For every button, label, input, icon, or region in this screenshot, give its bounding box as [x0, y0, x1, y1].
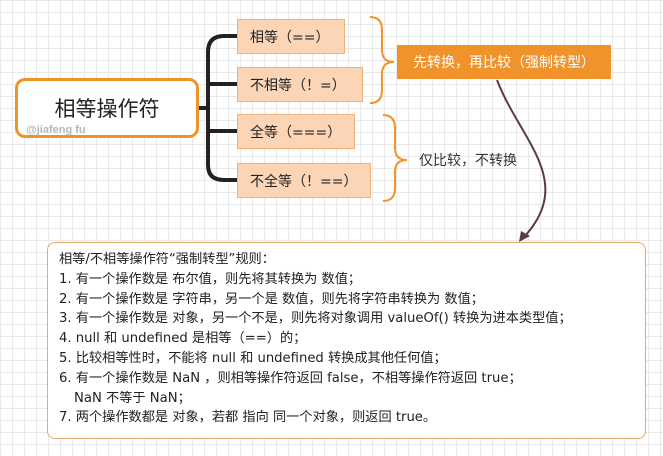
rule-item: 3. 有一个操作数是 对象，另一个不是，则先将对象调用 valueOf() 转换…	[59, 311, 572, 327]
branch-label: 不相等（！=）	[250, 77, 346, 94]
branch-label: 全等（===）	[250, 124, 342, 141]
root-node[interactable]: 相等操作符	[15, 78, 199, 138]
rule-item: 4. null 和 undefined 是相等（==）的；	[59, 331, 307, 347]
rule-item: 6. 有一个操作数是 NaN ，则相等操作符返回 false，不相等操作符返回 …	[59, 370, 522, 386]
rules-note[interactable]: 相等/不相等操作符“强制转型”规则： 1. 有一个操作数是 布尔值，则先将其转换…	[47, 242, 646, 439]
rule-item: 1. 有一个操作数是 布尔值，则先将其转换为 数值；	[59, 271, 362, 287]
arrow-head	[519, 231, 530, 242]
summary-coercion[interactable]: 先转换，再比较（强制转型）	[397, 45, 611, 79]
branch-strict-equal[interactable]: 全等（===）	[237, 114, 355, 149]
brace-group-1	[369, 16, 395, 104]
brace-group-2	[382, 114, 408, 202]
rule-item: 5. 比较相等性时，不能将 null 和 undefined 转换成其他任何值；	[59, 350, 447, 366]
connector-branch-4	[206, 164, 237, 182]
branch-label: 不全等（！==）	[250, 173, 358, 190]
rule-item-continuation: NaN 不等于 NaN；	[74, 390, 191, 406]
summary-label: 先转换，再比较（强制转型）	[413, 55, 595, 71]
branch-label: 相等（==）	[250, 29, 330, 46]
rules-title: 相等/不相等操作符“强制转型”规则：	[59, 252, 275, 267]
root-label: 相等操作符	[54, 97, 160, 121]
rule-item: 2. 有一个操作数是 字符串，另一个是 数值，则先将字符串转换为 数值；	[59, 291, 484, 307]
watermark: @jiafeng fu	[26, 124, 86, 136]
rule-item: 7. 两个操作数都是 对象，若都 指向 同一个对象，则返回 true。	[59, 410, 437, 426]
branch-equal[interactable]: 相等（==）	[237, 19, 345, 54]
connector-branch-1	[206, 34, 237, 53]
summary-no-coercion[interactable]: 仅比较，不转换	[419, 153, 517, 169]
branch-strict-not-equal[interactable]: 不全等（！==）	[237, 163, 371, 198]
relationship-arrow	[496, 79, 547, 237]
branch-not-equal[interactable]: 不相等（！=）	[237, 67, 363, 102]
